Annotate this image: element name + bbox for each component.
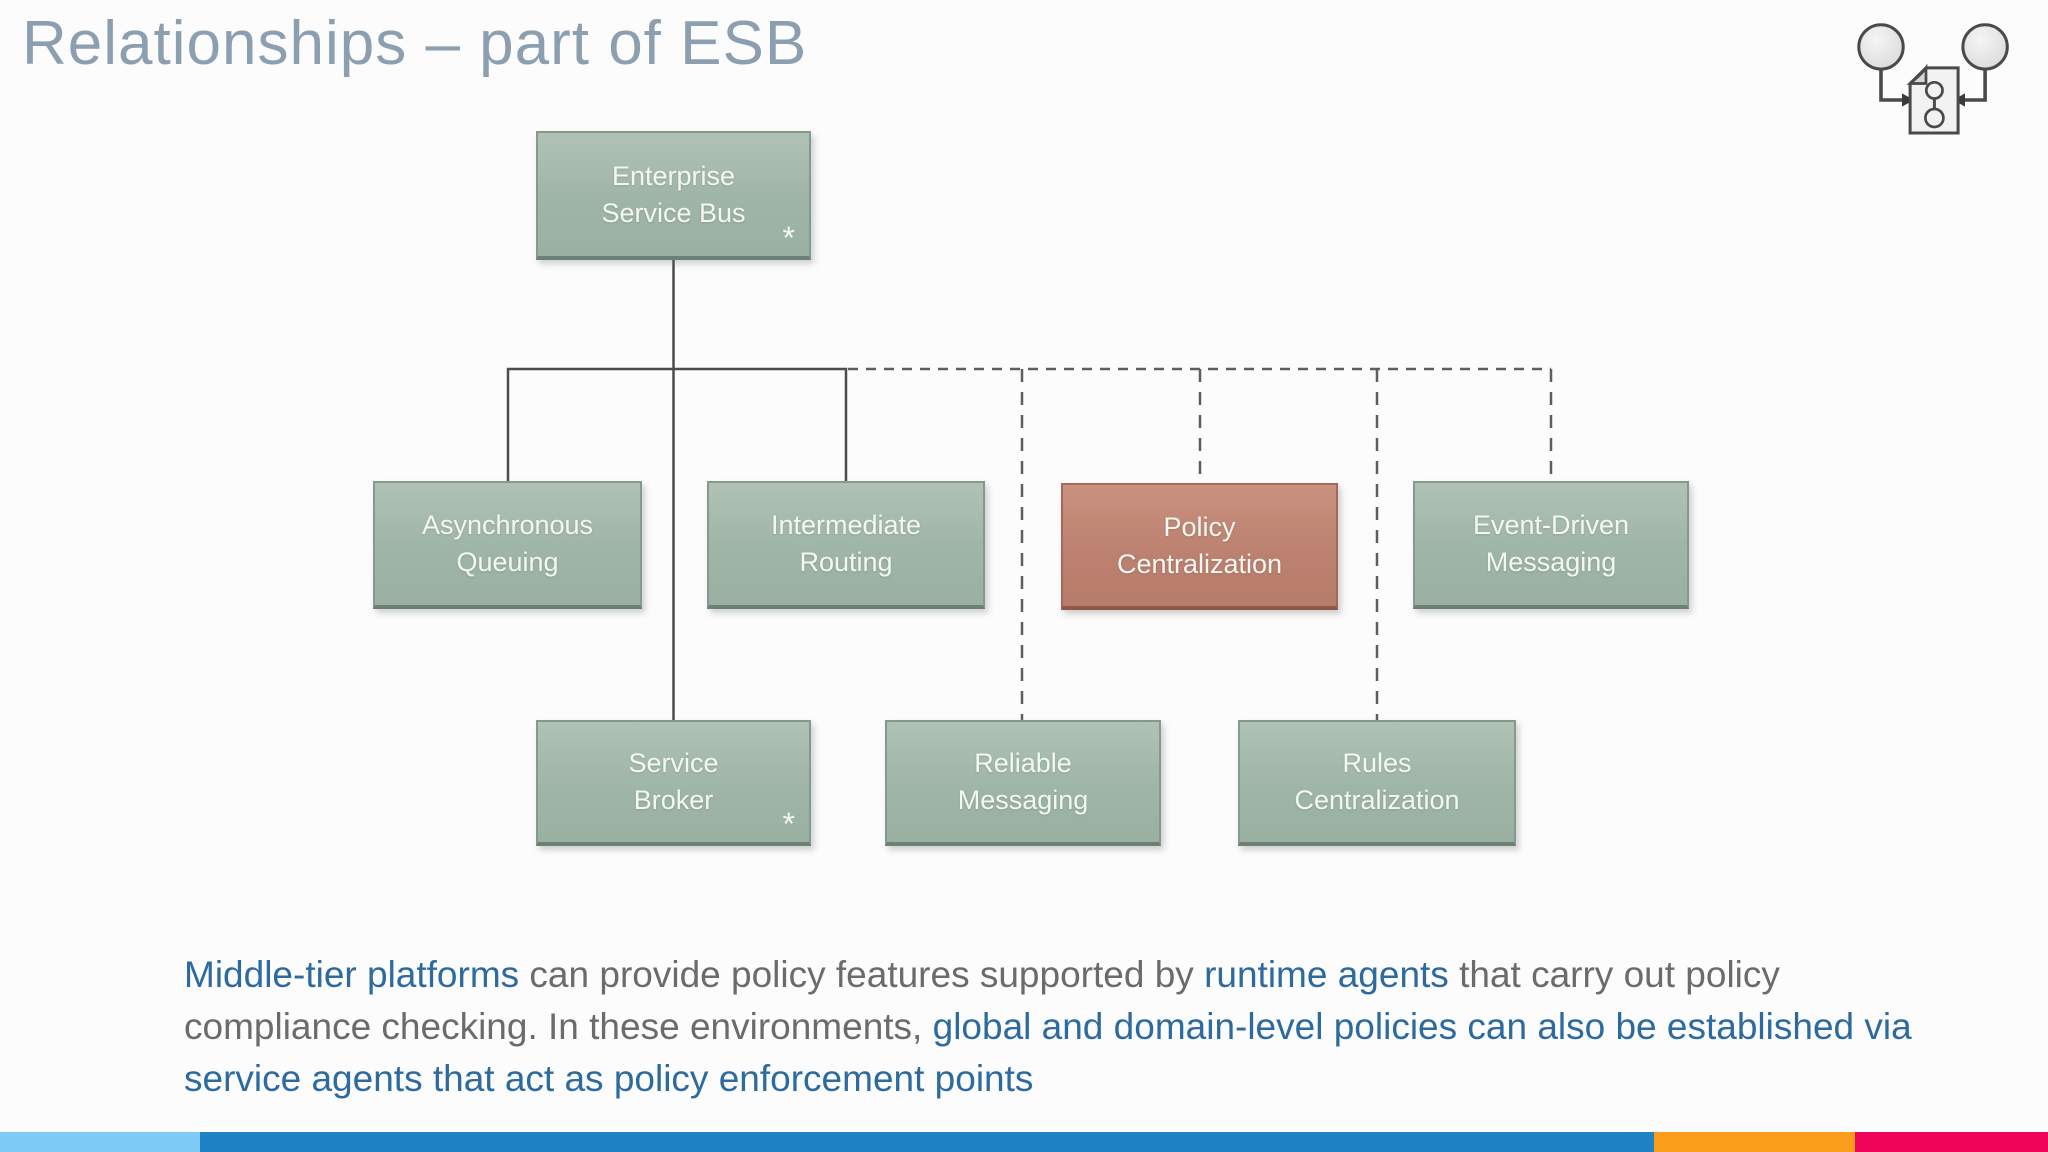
slide-body-paragraph: Middle-tier platforms can provide policy…	[184, 949, 1974, 1105]
paragraph-emphasis-text: Middle-tier platforms	[184, 954, 520, 995]
shared-policy-document-icon	[1857, 23, 2009, 135]
paragraph-text: can provide policy features supported by	[519, 954, 1205, 995]
node-label: Enterprise Service Bus	[601, 160, 746, 228]
diagram-node-policy-centralization: Policy Centralization	[1061, 483, 1338, 610]
footer-accent-bar-light-blue	[0, 1132, 200, 1152]
diagram-node-asynchronous-queuing: Asynchronous Queuing	[373, 481, 642, 609]
paragraph-text: that carry out policy compliance checkin…	[184, 954, 1780, 1047]
diagram-node-enterprise-service-bus: Enterprise Service Bus *	[536, 131, 811, 260]
paragraph-emphasis-text: runtime agents	[1204, 954, 1449, 995]
diagram-node-event-driven-messaging: Event-Driven Messaging	[1413, 481, 1689, 609]
diagram-node-reliable-messaging: Reliable Messaging	[885, 720, 1161, 846]
diagram-node-intermediate-routing: Intermediate Routing	[707, 481, 985, 609]
node-label: Rules Centralization	[1294, 748, 1460, 815]
node-label: Policy Centralization	[1116, 511, 1283, 579]
node-label: Service Broker	[628, 748, 719, 815]
node-label: Event-Driven Messaging	[1472, 510, 1630, 577]
footer-accent-bar-orange	[1654, 1132, 1855, 1152]
node-label: Intermediate Routing	[770, 510, 922, 577]
diagram-node-rules-centralization: Rules Centralization	[1238, 720, 1516, 846]
node-label: Reliable Messaging	[957, 748, 1089, 815]
footer-accent-bar-blue	[200, 1132, 1654, 1152]
node-label: Asynchronous Queuing	[421, 510, 594, 577]
footer-accent-bar-pink	[1855, 1132, 2048, 1152]
node-asterisk-marker: *	[782, 806, 795, 842]
slide-title: Relationships – part of ESB	[22, 9, 808, 78]
paragraph-emphasis-text: global and domain-level policies can als…	[184, 1006, 1912, 1099]
diagram-node-service-broker: Service Broker *	[536, 720, 811, 846]
node-asterisk-marker: *	[782, 220, 795, 256]
